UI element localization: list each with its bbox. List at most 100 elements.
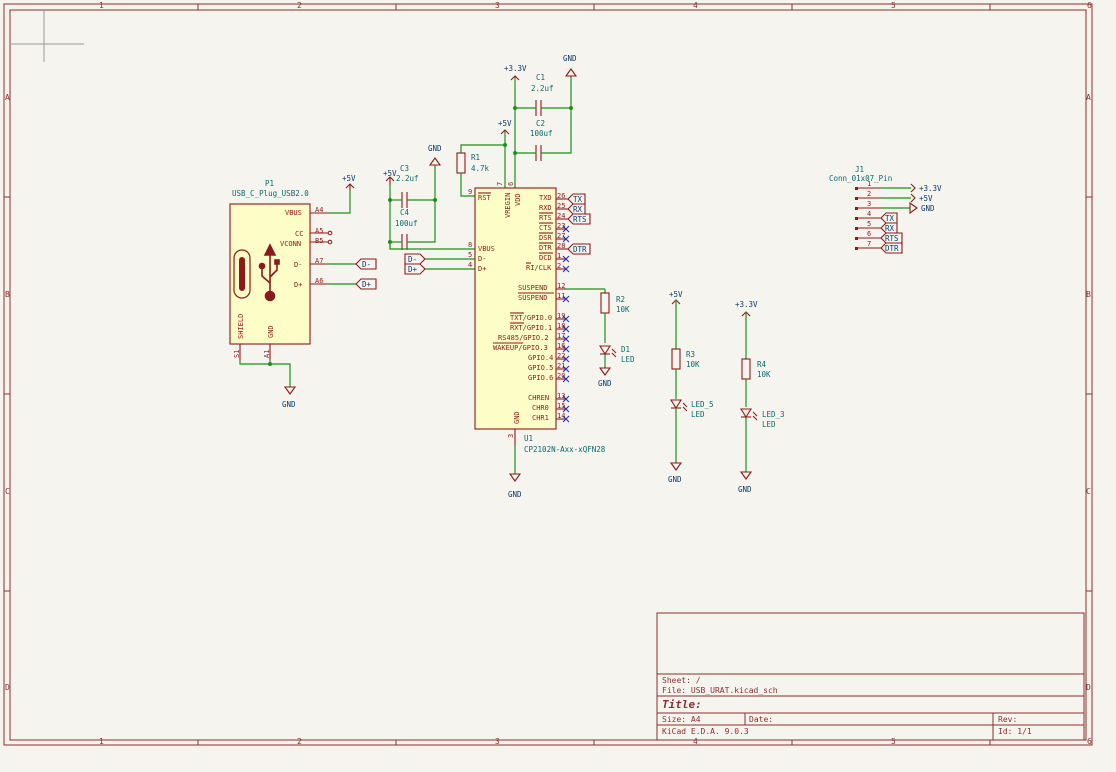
label-rts-u1[interactable]: RTS (567, 213, 591, 225)
label-rts-j1[interactable]: RTS (880, 232, 903, 244)
label-dtr-u1[interactable]: DTR (567, 243, 591, 255)
label-dm-usb[interactable]: D- (355, 258, 377, 270)
label-tx-j1[interactable]: TX (880, 212, 898, 224)
svg-text:5: 5 (468, 251, 472, 259)
svg-text:13: 13 (557, 392, 565, 400)
col-tick-bottom-1: 1 (99, 737, 104, 746)
svg-text:RI/CLK: RI/CLK (526, 264, 552, 272)
label-dp-usb[interactable]: D+ (355, 278, 377, 290)
svg-text:LED_3: LED_3 (762, 410, 785, 419)
row-tick-right-a: A (1086, 93, 1091, 102)
svg-text:4: 4 (468, 261, 472, 269)
svg-text:U1: U1 (524, 434, 533, 443)
label-dtr-j1[interactable]: DTR (880, 242, 903, 254)
tb-title: Title: (662, 698, 702, 711)
r4-resistor[interactable]: R4 10K (741, 358, 771, 380)
c3-capacitor[interactable]: C3 2.2uf (396, 164, 419, 208)
col-tick-bottom-3: 3 (495, 737, 500, 746)
svg-text:GND: GND (598, 379, 612, 388)
svg-text:VDD: VDD (514, 193, 522, 206)
svg-text:TXT/GPIO.0: TXT/GPIO.0 (510, 314, 552, 322)
svg-text:7: 7 (867, 240, 871, 248)
row-tick-left-d: D (5, 683, 10, 692)
tb-sheet: Sheet: / (662, 676, 701, 685)
j1-connector[interactable]: J1 Conn_01x07_Pin 1 2 3 4 5 6 7 (829, 165, 892, 250)
svg-text:9: 9 (468, 188, 472, 196)
svg-text:SUSPEND: SUSPEND (518, 294, 548, 302)
svg-text:10K: 10K (686, 360, 700, 369)
p1-ref: P1 (265, 179, 274, 188)
svg-text:GND: GND (738, 485, 752, 494)
svg-text:DTR: DTR (573, 245, 587, 254)
c4-capacitor[interactable]: C4 100uf (395, 208, 418, 250)
label-tx-u1[interactable]: TX (567, 193, 586, 205)
svg-text:RTS: RTS (573, 215, 587, 224)
svg-text:26: 26 (557, 192, 565, 200)
svg-text:+5V: +5V (498, 119, 512, 128)
svg-text:C4: C4 (400, 208, 410, 217)
svg-text:11: 11 (557, 292, 565, 300)
row-tick-right-b: B (1086, 290, 1091, 299)
svg-text:C2: C2 (536, 119, 545, 128)
c2-capacitor[interactable]: C2 100uf (530, 119, 553, 161)
svg-text:CTS: CTS (539, 224, 552, 232)
p1-num-a4: A4 (315, 206, 323, 214)
r1-resistor[interactable]: R1 4.7k (456, 152, 490, 174)
u1-cp2102n[interactable]: U1 CP2102N-Axx-xQFN28 RST VBUS D- D+ 9 8… (468, 182, 606, 454)
pwr-5v-c3: +5V (383, 169, 397, 185)
row-tick-left-b: B (5, 290, 10, 299)
led5-led[interactable]: LED_5 LED (670, 399, 714, 419)
svg-text:6: 6 (867, 230, 871, 238)
svg-text:GND: GND (668, 475, 682, 484)
svg-text:Conn_01x07_Pin: Conn_01x07_Pin (829, 174, 892, 183)
svg-text:21: 21 (557, 362, 565, 370)
pwr-5v-u1: +5V (498, 119, 512, 135)
svg-text:+5V: +5V (669, 290, 683, 299)
svg-text:CHREN: CHREN (528, 394, 549, 402)
svg-text:GPIO.6: GPIO.6 (528, 374, 553, 382)
label-rx-j1[interactable]: RX (880, 222, 898, 234)
p1-usb-connector[interactable]: P1 USB_C_Plug_USB2.0 VBUS CC VCONN D- D+… (229, 179, 333, 360)
svg-text:R1: R1 (471, 153, 480, 162)
r3-resistor[interactable]: R3 10K (671, 348, 700, 370)
usb-symbol-icon (258, 243, 280, 302)
p1-num-b5: B5 (315, 237, 323, 245)
svg-text:1: 1 (557, 252, 561, 260)
r2-resistor[interactable]: R2 10K (600, 292, 630, 314)
svg-text:3: 3 (507, 434, 515, 438)
tb-rev: Rev: (998, 715, 1017, 724)
row-tick-right-c: C (1086, 487, 1091, 496)
svg-text:D+: D+ (362, 280, 372, 289)
svg-text:R3: R3 (686, 350, 695, 359)
col-tick-bottom-2: 2 (297, 737, 302, 746)
svg-text:+5V: +5V (383, 169, 397, 178)
svg-text:4.7k: 4.7k (471, 164, 490, 173)
svg-text:D-: D- (408, 255, 417, 264)
c1-capacitor[interactable]: C1 2.2uf (531, 73, 554, 116)
label-dm-u1[interactable]: D- (404, 253, 426, 265)
col-tick-top-1: 1 (99, 1, 104, 10)
svg-text:SUSPEND: SUSPEND (518, 284, 548, 292)
label-dp-u1[interactable]: D+ (404, 263, 426, 275)
p1-pin-cc: CC (295, 230, 303, 238)
tb-id: Id: 1/1 (998, 727, 1032, 736)
svg-text:24: 24 (557, 212, 565, 220)
svg-text:18: 18 (557, 322, 565, 330)
svg-text:+3.3V: +3.3V (504, 64, 527, 73)
led3-led[interactable]: LED_3 LED (740, 408, 785, 429)
svg-text:CHR1: CHR1 (532, 414, 549, 422)
p1-pin-dp: D+ (294, 281, 302, 289)
svg-text:GND: GND (921, 204, 935, 213)
svg-text:RX: RX (573, 205, 583, 214)
svg-text:25: 25 (557, 202, 565, 210)
j1-power: +3.3V +5V GND (881, 183, 942, 215)
svg-text:TX: TX (573, 195, 583, 204)
row-tick-left-a: A (5, 93, 10, 102)
svg-text:DCD: DCD (539, 254, 552, 262)
row-tick-right-d: D (1086, 683, 1091, 692)
svg-text:8: 8 (468, 241, 472, 249)
svg-text:J1: J1 (855, 165, 864, 174)
label-rx-u1[interactable]: RX (567, 203, 586, 215)
